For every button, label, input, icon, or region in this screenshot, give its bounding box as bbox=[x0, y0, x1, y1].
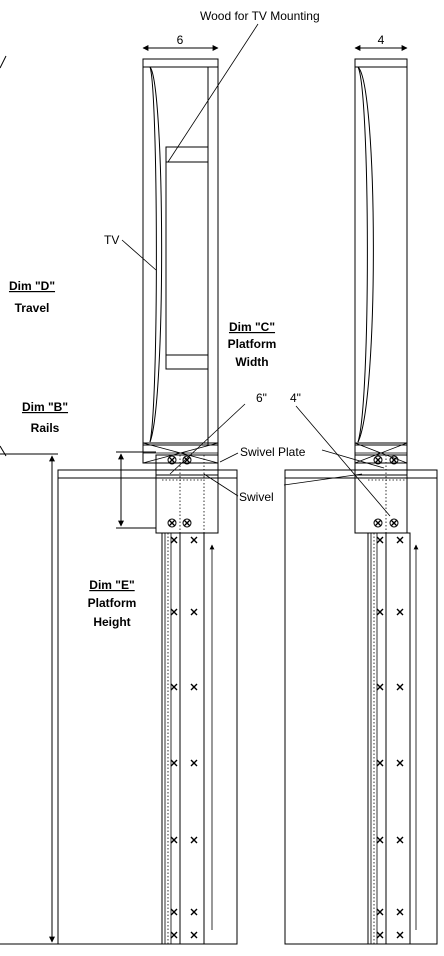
bolt-marker bbox=[396, 908, 404, 916]
swivel-leader-left bbox=[203, 473, 239, 497]
bolt-marker bbox=[167, 518, 177, 528]
bolt-marker bbox=[190, 683, 198, 691]
dim-c-description-2: Width bbox=[235, 355, 268, 369]
bolt-marker bbox=[376, 759, 384, 767]
dim-c-name: Dim "C" bbox=[229, 320, 275, 334]
four-inch-label: 4" bbox=[290, 391, 301, 405]
dim-d-name: Dim "D" bbox=[9, 279, 55, 293]
dim-b-name: Dim "B" bbox=[22, 400, 68, 414]
tv-label: TV bbox=[104, 233, 119, 247]
left-cabinet bbox=[57, 454, 238, 945]
bolt-marker bbox=[170, 836, 178, 844]
bolt-marker bbox=[190, 759, 198, 767]
bolt-marker bbox=[389, 455, 399, 465]
bolt-marker bbox=[190, 908, 198, 916]
bolt-marker bbox=[373, 518, 383, 528]
bolt-marker bbox=[376, 931, 384, 939]
bolt-marker bbox=[376, 836, 384, 844]
swivel-plate-leader-left bbox=[219, 452, 239, 463]
bolt-marker bbox=[170, 759, 178, 767]
dim-e-description-2: Height bbox=[93, 615, 130, 629]
swivel-plate-label: Swivel Plate bbox=[240, 445, 306, 459]
bolt-marker bbox=[167, 455, 177, 465]
bolt-marker bbox=[396, 536, 404, 544]
bolt-marker bbox=[376, 683, 384, 691]
travel-arrow-fragment bbox=[0, 55, 7, 69]
dim-e-name: Dim "E" bbox=[89, 578, 134, 592]
bolt-marker bbox=[376, 536, 384, 544]
four-inch-leader bbox=[295, 405, 391, 517]
six-inch-label: 6" bbox=[256, 391, 267, 405]
bolt-marker bbox=[376, 908, 384, 916]
dim-d-description: Travel bbox=[15, 301, 50, 315]
bolt-marker bbox=[182, 518, 192, 528]
dim-e-description-1: Platform bbox=[88, 596, 137, 610]
bolt-marker bbox=[396, 608, 404, 616]
bolt-marker bbox=[170, 908, 178, 916]
wood-leader bbox=[167, 23, 259, 163]
left-tv-assembly bbox=[142, 58, 219, 464]
swivel-label: Swivel bbox=[239, 490, 274, 504]
bolt-marker bbox=[190, 536, 198, 544]
dim-b-description: Rails bbox=[31, 421, 60, 435]
right-tv-assembly bbox=[354, 58, 408, 464]
bolt-marker bbox=[190, 836, 198, 844]
bolt-marker bbox=[170, 608, 178, 616]
bolt-markers bbox=[167, 455, 404, 939]
bolt-marker bbox=[396, 759, 404, 767]
swivel-leader-right bbox=[283, 473, 363, 486]
wood-mounting-label: Wood for TV Mounting bbox=[200, 9, 320, 23]
tv-leader bbox=[121, 239, 157, 271]
bolt-marker bbox=[396, 683, 404, 691]
bolt-marker bbox=[170, 931, 178, 939]
bolt-marker bbox=[170, 683, 178, 691]
bolt-marker bbox=[396, 836, 404, 844]
bolt-marker bbox=[190, 931, 198, 939]
six-inch-leader bbox=[169, 403, 246, 475]
bolt-marker bbox=[373, 455, 383, 465]
travel-arrow-end bbox=[0, 445, 7, 457]
bolt-marker bbox=[389, 518, 399, 528]
bolt-marker bbox=[170, 536, 178, 544]
bolt-marker bbox=[190, 608, 198, 616]
swivel-plate-leader-right bbox=[321, 449, 385, 469]
bolt-marker bbox=[396, 931, 404, 939]
bolt-marker bbox=[182, 455, 192, 465]
right-cabinet bbox=[284, 454, 438, 945]
dim-c-description-1: Platform bbox=[228, 337, 277, 351]
left-width-label: 6 bbox=[177, 33, 184, 47]
bolt-marker bbox=[376, 608, 384, 616]
right-width-label: 4 bbox=[378, 33, 385, 47]
